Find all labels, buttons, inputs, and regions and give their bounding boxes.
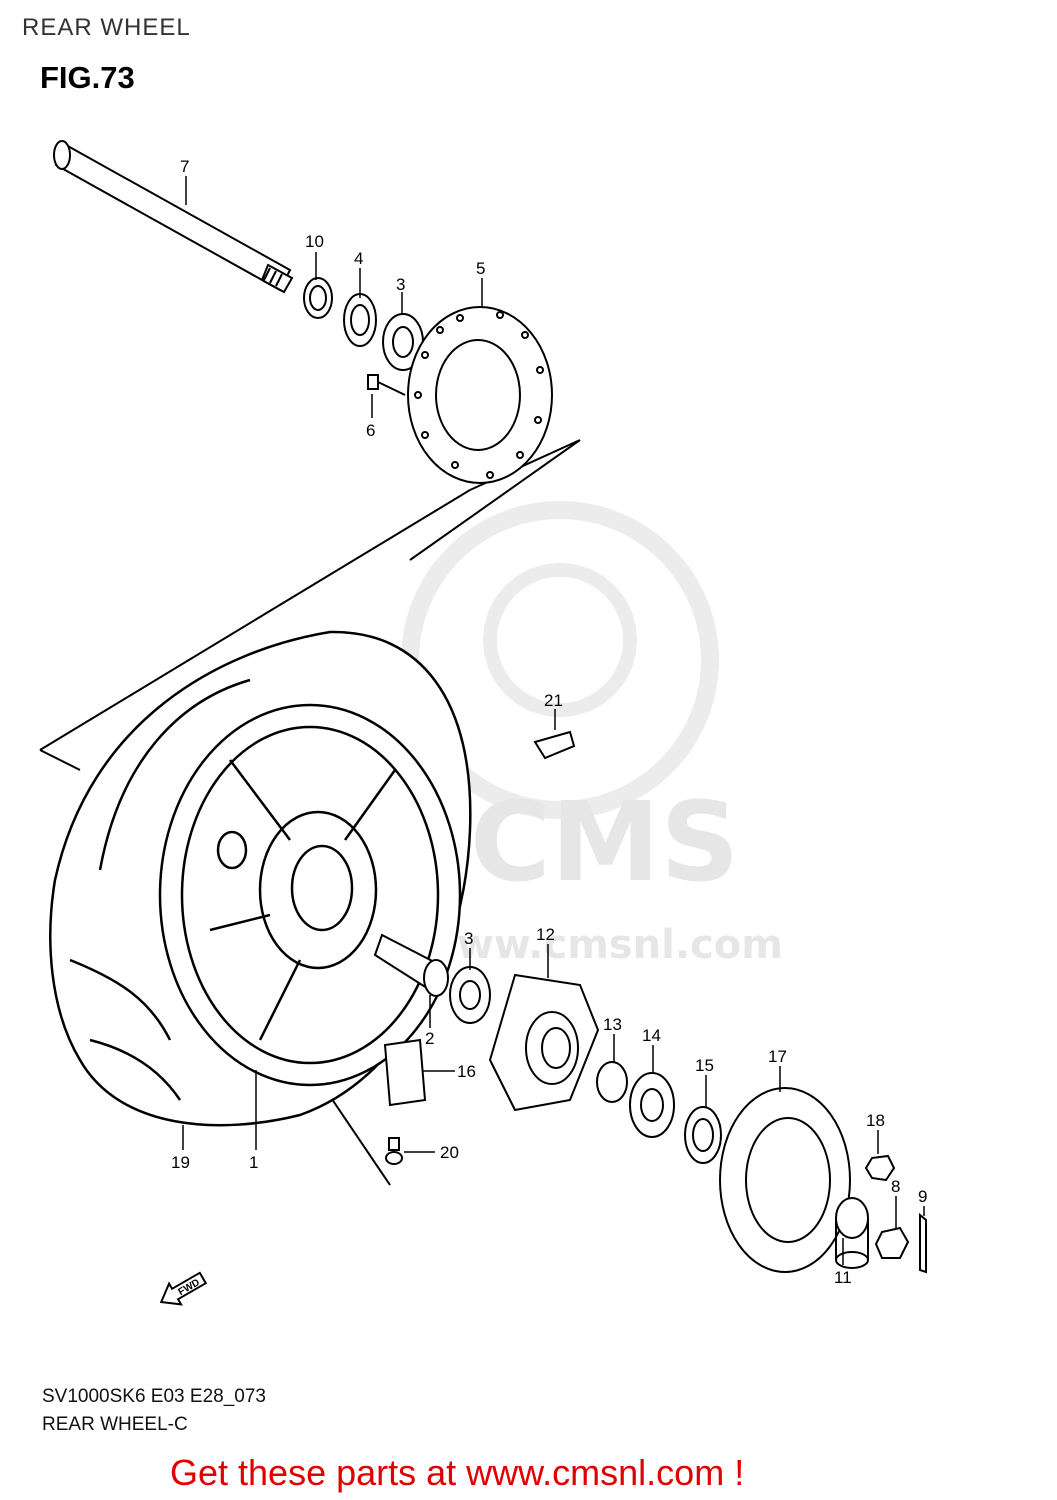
bolt-part-6	[367, 374, 406, 396]
call-to-action-link[interactable]: Get these parts at www.cmsnl.com !	[170, 1452, 745, 1493]
callout-2: 2	[425, 1029, 434, 1048]
axle-nut-part-8	[874, 1226, 910, 1259]
callout-18: 18	[866, 1111, 885, 1130]
spacer-part-11	[835, 1197, 869, 1269]
brake-disc-part-5	[407, 306, 553, 484]
watermark-brand: CMS	[470, 778, 739, 906]
collar-part-10	[303, 277, 333, 319]
callout-16: 16	[457, 1062, 476, 1081]
callout-9: 9	[918, 1187, 927, 1206]
oil-seal-part-15	[684, 1106, 722, 1164]
forward-arrow-icon: FWD	[159, 1271, 208, 1306]
spacer-part-2	[373, 933, 449, 997]
callout-numbers: 1 2 3 3 4 5 6 7 8 9 10 11 12 13 14 15 16…	[171, 157, 927, 1287]
callout-3-lower: 3	[464, 929, 473, 948]
callout-19: 19	[171, 1153, 190, 1172]
rear-sprocket-part-17	[719, 1087, 851, 1273]
callout-15: 15	[695, 1056, 714, 1075]
balancer-weight-part-21	[533, 730, 576, 760]
callout-13: 13	[603, 1015, 622, 1034]
figure-label: FIG.73	[40, 60, 135, 95]
wheel-rim-part-1	[158, 703, 462, 1087]
callout-6: 6	[366, 421, 375, 440]
callout-21: 21	[544, 691, 563, 710]
forward-arrow-label: FWD	[177, 1277, 202, 1298]
damper-part-16	[383, 1038, 427, 1107]
callout-3-upper: 3	[396, 275, 405, 294]
callout-7: 7	[180, 157, 189, 176]
callout-4: 4	[354, 249, 363, 268]
watermark: CMS www.cmsnl.com	[401, 501, 783, 968]
bearing-part-14	[629, 1072, 675, 1138]
callout-8: 8	[891, 1177, 900, 1196]
diagram-subtitle: REAR WHEEL-C	[42, 1414, 188, 1435]
callout-20: 20	[440, 1143, 459, 1162]
callout-17: 17	[768, 1047, 787, 1066]
callout-10: 10	[305, 232, 324, 251]
axle-part-7	[53, 140, 294, 294]
nut-part-18	[864, 1154, 896, 1182]
cotter-pin-part-9	[919, 1212, 927, 1274]
diagram-code: SV1000SK6 E03 E28_073	[42, 1386, 266, 1407]
valve-part-20	[385, 1137, 403, 1165]
leader-lines	[182, 176, 925, 1265]
callout-12: 12	[536, 925, 555, 944]
page-header-title: REAR WHEEL	[22, 14, 191, 41]
bushing-part-13	[596, 1061, 628, 1103]
sprocket-carrier-part-12	[488, 973, 600, 1112]
callout-1: 1	[249, 1153, 258, 1172]
callout-11: 11	[834, 1268, 852, 1287]
callout-14: 14	[642, 1026, 661, 1045]
bearing-part-3-upper	[382, 313, 424, 371]
oil-seal-part-4	[343, 293, 377, 347]
callout-5: 5	[476, 259, 485, 278]
bearing-part-3-lower	[449, 966, 491, 1024]
watermark-url: www.cmsnl.com	[420, 922, 783, 968]
